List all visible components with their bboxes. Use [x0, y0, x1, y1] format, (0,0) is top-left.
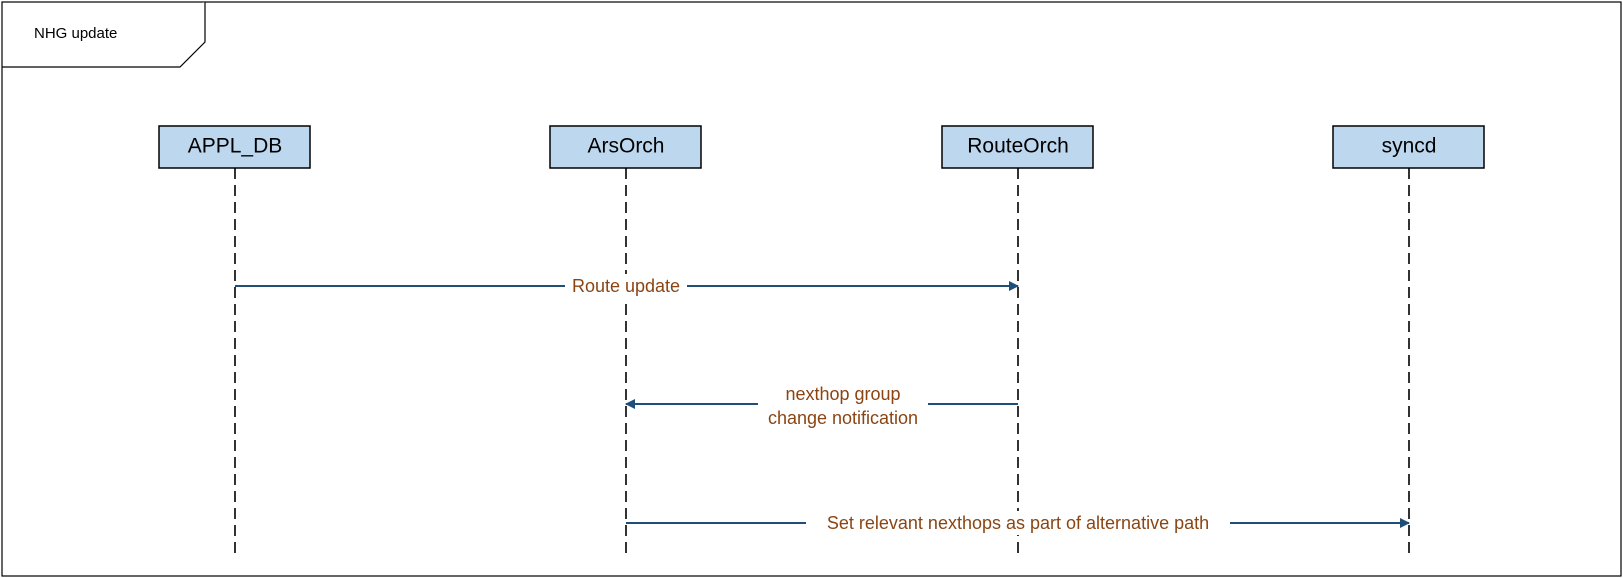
participant-label: RouteOrch	[967, 135, 1069, 158]
participant-arsorch: ArsOrch	[549, 125, 702, 169]
message-label: Set relevant nexthops as part of alterna…	[827, 513, 1209, 533]
participant-appl-db: APPL_DB	[158, 125, 311, 169]
message-nexthop-group-change: nexthop group change notification	[625, 380, 1018, 430]
participant-label: ArsOrch	[587, 135, 664, 158]
message-set-nexthops: Set relevant nexthops as part of alterna…	[626, 511, 1410, 535]
message-label: Route update	[572, 276, 680, 296]
message-label-background	[758, 380, 928, 430]
participant-syncd: syncd	[1332, 125, 1485, 169]
message-label-background	[806, 511, 1230, 535]
participant-label: APPL_DB	[188, 135, 283, 158]
message-label-line-1: nexthop group	[785, 384, 900, 404]
frame-label: NHG update	[34, 25, 117, 42]
message-label-line-2: change notification	[768, 408, 918, 428]
participant-label: syncd	[1382, 135, 1437, 158]
frame-label-tab	[2, 2, 206, 68]
message-label-background	[565, 274, 687, 298]
participant-routeorch: RouteOrch	[941, 125, 1094, 169]
message-route-update: Route update	[235, 274, 1019, 298]
